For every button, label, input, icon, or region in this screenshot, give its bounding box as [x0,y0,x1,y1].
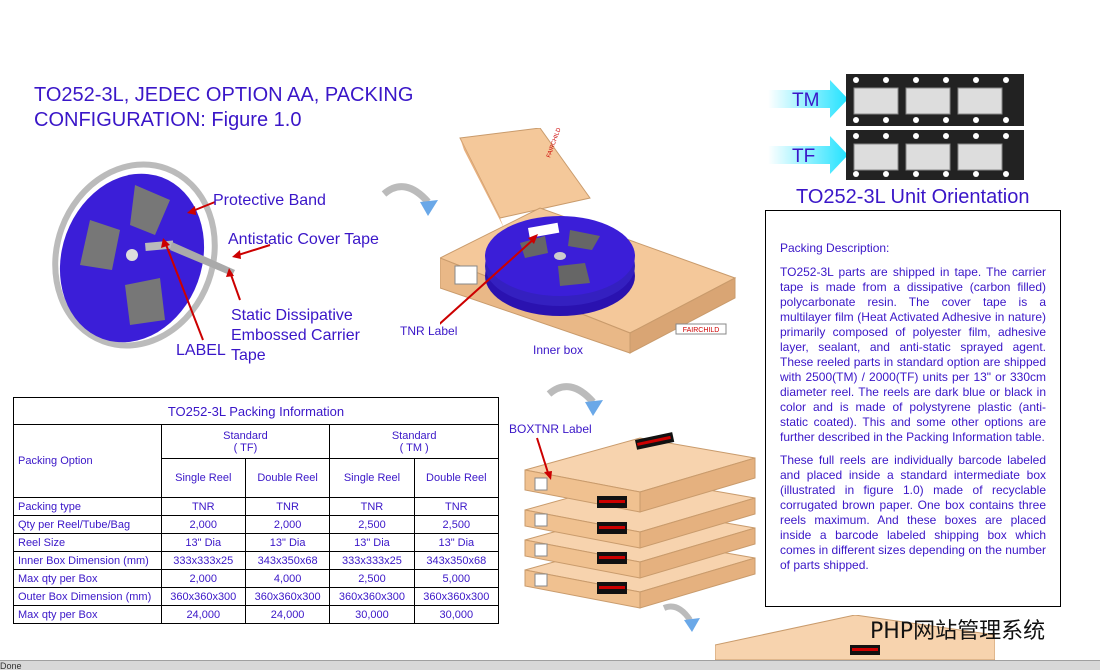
cell: 13" Dia [160,533,246,552]
cell: 5,000 [413,569,500,588]
table-row: Qty per Reel/Tube/Bag 2,000 2,000 2,500 … [13,515,500,534]
row-label: Inner Box Dimension (mm) [13,551,162,570]
status-text: Done [0,661,22,671]
static-dissipative-label-3: Tape [231,347,266,364]
static-dissipative-label-2: Embossed Carrier [231,327,360,344]
cell: TNR [244,497,331,516]
cell: 13" Dia [329,533,415,552]
sub-header: Single Reel [329,458,415,498]
group-tf-sub: ( TF) [233,441,258,454]
tm-label: TM [792,90,819,111]
group-header-tf: Standard ( TF) [160,423,331,460]
stacked-boxes-illustration [524,432,756,609]
cell: TNR [329,497,415,516]
description-paragraph-2: These full reels are individually barcod… [780,453,1046,572]
group-tf-label: Standard [223,429,268,442]
curved-arrow-icon [662,603,700,632]
cell: 343x350x68 [244,551,331,570]
row-label: Qty per Reel/Tube/Bag [13,515,162,534]
inner-box-illustration: FAIRCHILD FAIRCHILD [440,128,737,354]
cell: 30,000 [413,605,500,624]
packing-option-header: Packing Option [13,424,162,498]
cell: 4,000 [244,569,331,588]
protective-band-label: Protective Band [213,192,326,209]
table-row: Max qty per Box 24,000 24,000 30,000 30,… [13,605,500,624]
cell: 360x360x300 [160,587,246,606]
curved-arrow-icon [546,383,603,416]
row-label: Packing type [13,497,162,516]
cell: 24,000 [244,605,331,624]
packing-description-box: Packing Description: TO252-3L parts are … [765,210,1061,607]
cell: 343x350x68 [413,551,500,570]
shipping-box-illustration [715,615,995,660]
tnr-label-label: TNR Label [400,324,458,338]
cell: 333x333x25 [160,551,246,570]
reel-arrows [161,201,271,341]
tf-label: TF [792,146,815,167]
sub-header: Double Reel [413,458,500,498]
cell: 333x333x25 [329,551,415,570]
group-tm-label: Standard [391,429,437,442]
packing-info-table: TO252-3L Packing Information Packing Opt… [13,397,500,624]
curved-arrow-icon [381,183,438,216]
table-row: Max qty per Box 2,000 4,000 2,500 5,000 [13,569,500,588]
table-caption: TO252-3L Packing Information [13,397,499,425]
inner-box-label: Inner box [533,343,584,357]
cell: 360x360x300 [329,587,415,606]
group-header-tm: Standard ( TM ) [329,423,499,460]
page-title: TO252-3L, JEDEC OPTION AA, PACKING CONFI… [34,84,414,131]
sub-header: Double Reel [244,458,331,498]
cell: TNR [160,497,246,516]
cell: 2,500 [413,515,500,534]
status-bar: Done [0,660,1100,671]
cell: 24,000 [160,605,246,624]
cell: 13" Dia [244,533,331,552]
cell: 2,000 [160,515,246,534]
cell: 360x360x300 [244,587,331,606]
cell: 2,000 [244,515,331,534]
sub-header: Single Reel [160,458,246,498]
unit-orientation-title: TO252-3L Unit Orientation [796,186,1030,208]
unit-orientation-illustration: TM TF [768,74,1024,180]
antistatic-cover-tape-label: Antistatic Cover Tape [228,231,379,248]
cell: 30,000 [329,605,415,624]
table-row: Inner Box Dimension (mm) 333x333x25 343x… [13,551,500,570]
reel-label-label: LABEL [176,342,226,359]
row-label: Max qty per Box [13,569,162,588]
table-row: Packing type TNR TNR TNR TNR [13,497,500,516]
row-label: Max qty per Box [13,605,162,624]
row-label: Reel Size [13,533,162,552]
watermark-text: PHP网站管理系统 [870,619,1046,644]
cell: 2,500 [329,515,415,534]
table-row: Outer Box Dimension (mm) 360x360x300 360… [13,587,500,606]
inner-box-brand: FAIRCHILD [683,327,720,334]
table-row: Reel Size 13" Dia 13" Dia 13" Dia 13" Di… [13,533,500,552]
cell: TNR [413,497,500,516]
cell: 360x360x300 [413,587,500,606]
cell: 2,500 [329,569,415,588]
cell: 2,000 [160,569,246,588]
description-heading: Packing Description: [780,241,890,255]
row-label: Outer Box Dimension (mm) [13,587,162,606]
cell: 13" Dia [413,533,500,552]
group-tm-sub: ( TM ) [399,441,429,454]
static-dissipative-label-1: Static Dissipative [231,307,353,324]
boxtnr-label-label: BOXTNR Label [509,422,592,436]
description-paragraph-1: TO252-3L parts are shipped in tape. The … [780,265,1046,444]
